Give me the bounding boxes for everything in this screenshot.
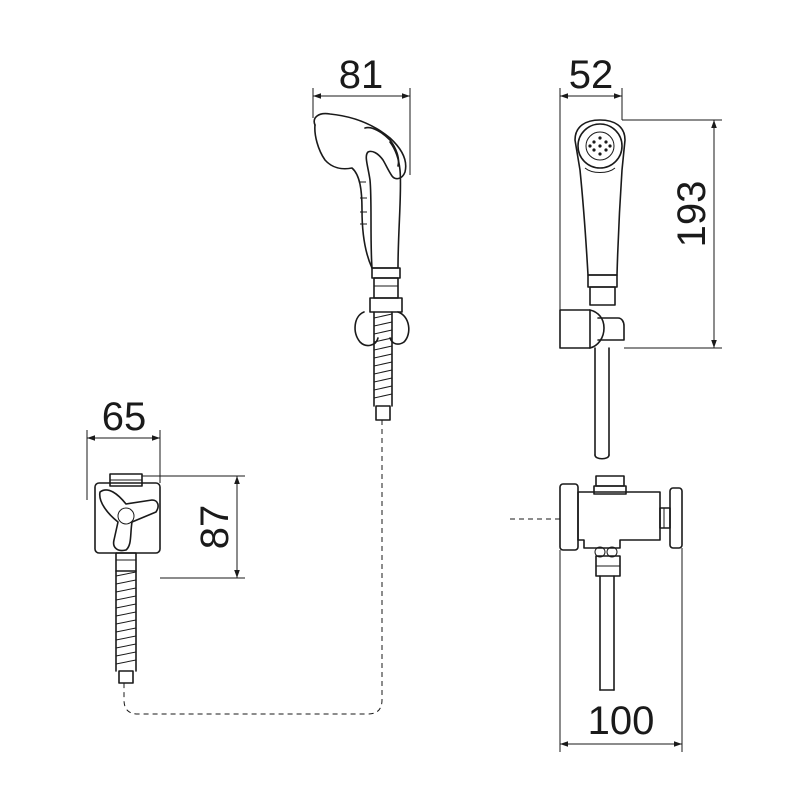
dimension-81-label: 81 — [339, 53, 384, 97]
spray-holes — [588, 136, 612, 156]
dimension-100-label: 100 — [588, 699, 655, 743]
dimension-81: 81 — [312, 53, 411, 175]
valve-side-view — [510, 475, 683, 691]
dimension-100: 100 — [559, 548, 683, 752]
hose-coil-upper — [373, 311, 393, 421]
dimension-193: 193 — [622, 119, 722, 349]
dimension-65: 65 — [86, 395, 161, 500]
dimension-193-label: 193 — [670, 181, 714, 248]
handshower-front-view — [313, 112, 410, 421]
dimension-52-label: 52 — [569, 53, 614, 97]
dimension-52: 52 — [559, 53, 623, 310]
valve-front-view — [94, 473, 161, 684]
dimension-87-label: 87 — [193, 505, 237, 550]
hose-dashed — [123, 420, 383, 715]
dimension-65-label: 65 — [102, 395, 147, 439]
handshower-side-view — [559, 119, 626, 460]
dimension-87: 87 — [142, 475, 245, 579]
